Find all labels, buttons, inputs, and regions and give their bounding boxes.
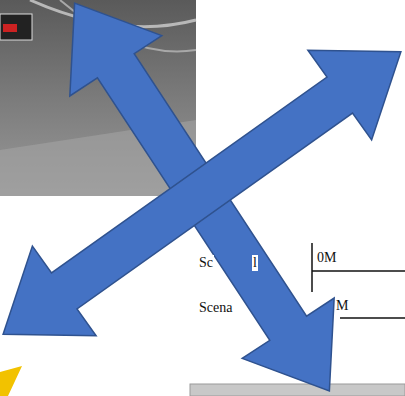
table-rule: [312, 270, 405, 272]
table-text: M: [335, 298, 349, 314]
table-text: Sc: [198, 255, 214, 271]
table-rule: [311, 243, 313, 292]
table-text: Scena: [198, 300, 233, 316]
table-text: l: [252, 255, 258, 271]
double-arrow: [0, 7, 405, 379]
grey-bar: [190, 384, 405, 396]
photo-inset-mark: [3, 24, 17, 32]
table-text: 0M: [316, 250, 337, 266]
table-rule: [340, 317, 405, 319]
photo-inset: [0, 14, 32, 40]
yellow-shape: [0, 366, 22, 396]
